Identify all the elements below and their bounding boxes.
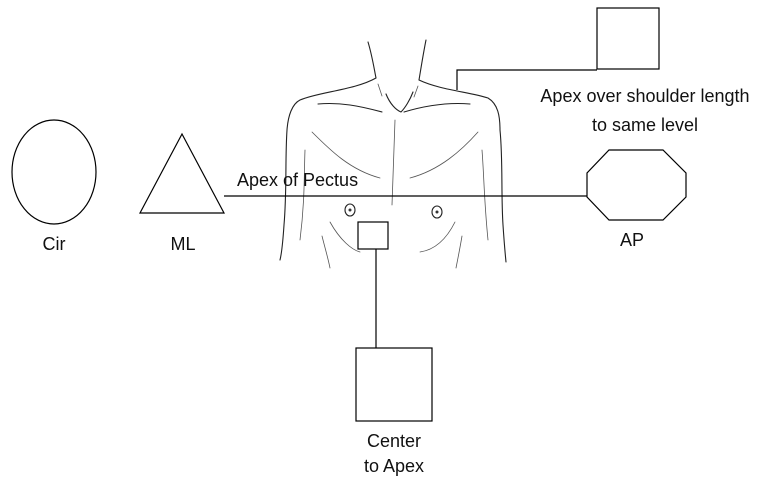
ap-label: AP xyxy=(620,230,644,250)
neck-tendon-right xyxy=(414,86,418,97)
right-clavicle-line xyxy=(404,103,470,112)
right-pectoral-line xyxy=(410,132,478,178)
left-inner-arm-line xyxy=(300,150,305,240)
apex-of-pectus-label: Apex of Pectus xyxy=(237,170,358,190)
connectors xyxy=(224,70,597,348)
center-to-apex-square xyxy=(356,348,432,421)
neck-tendon-left xyxy=(378,84,382,96)
neck-right-line xyxy=(419,40,426,80)
right-flank-line xyxy=(456,236,462,268)
neck-left-line xyxy=(368,42,376,78)
center-to-apex-label-line1: Center xyxy=(367,431,421,451)
pectus-marker-box xyxy=(358,222,388,249)
right-rib-line xyxy=(420,222,455,252)
right-nipple-center xyxy=(436,211,439,214)
ml-label: ML xyxy=(170,234,195,254)
ap-octagon xyxy=(587,150,686,220)
apex-over-shoulder-square xyxy=(597,8,659,69)
cir-circle xyxy=(12,120,96,224)
right-shoulder-line xyxy=(419,80,500,130)
right-inner-arm-line xyxy=(482,150,488,240)
sternal-notch-line xyxy=(386,92,413,112)
left-clavicle-line xyxy=(318,103,382,112)
center-to-apex-label-line2: to Apex xyxy=(364,456,424,476)
cir-label: Cir xyxy=(43,234,66,254)
apex-over-shoulder-label-line2: to same level xyxy=(592,115,698,135)
left-nipple-center xyxy=(349,209,352,212)
left-rib-line xyxy=(330,222,360,252)
torso-sketch xyxy=(280,40,506,268)
sternum-line xyxy=(392,120,395,205)
left-flank-line xyxy=(322,236,330,268)
ml-triangle xyxy=(140,134,224,213)
apex-over-shoulder-label-line1: Apex over shoulder length xyxy=(540,86,749,106)
left-arm-line xyxy=(280,130,287,260)
